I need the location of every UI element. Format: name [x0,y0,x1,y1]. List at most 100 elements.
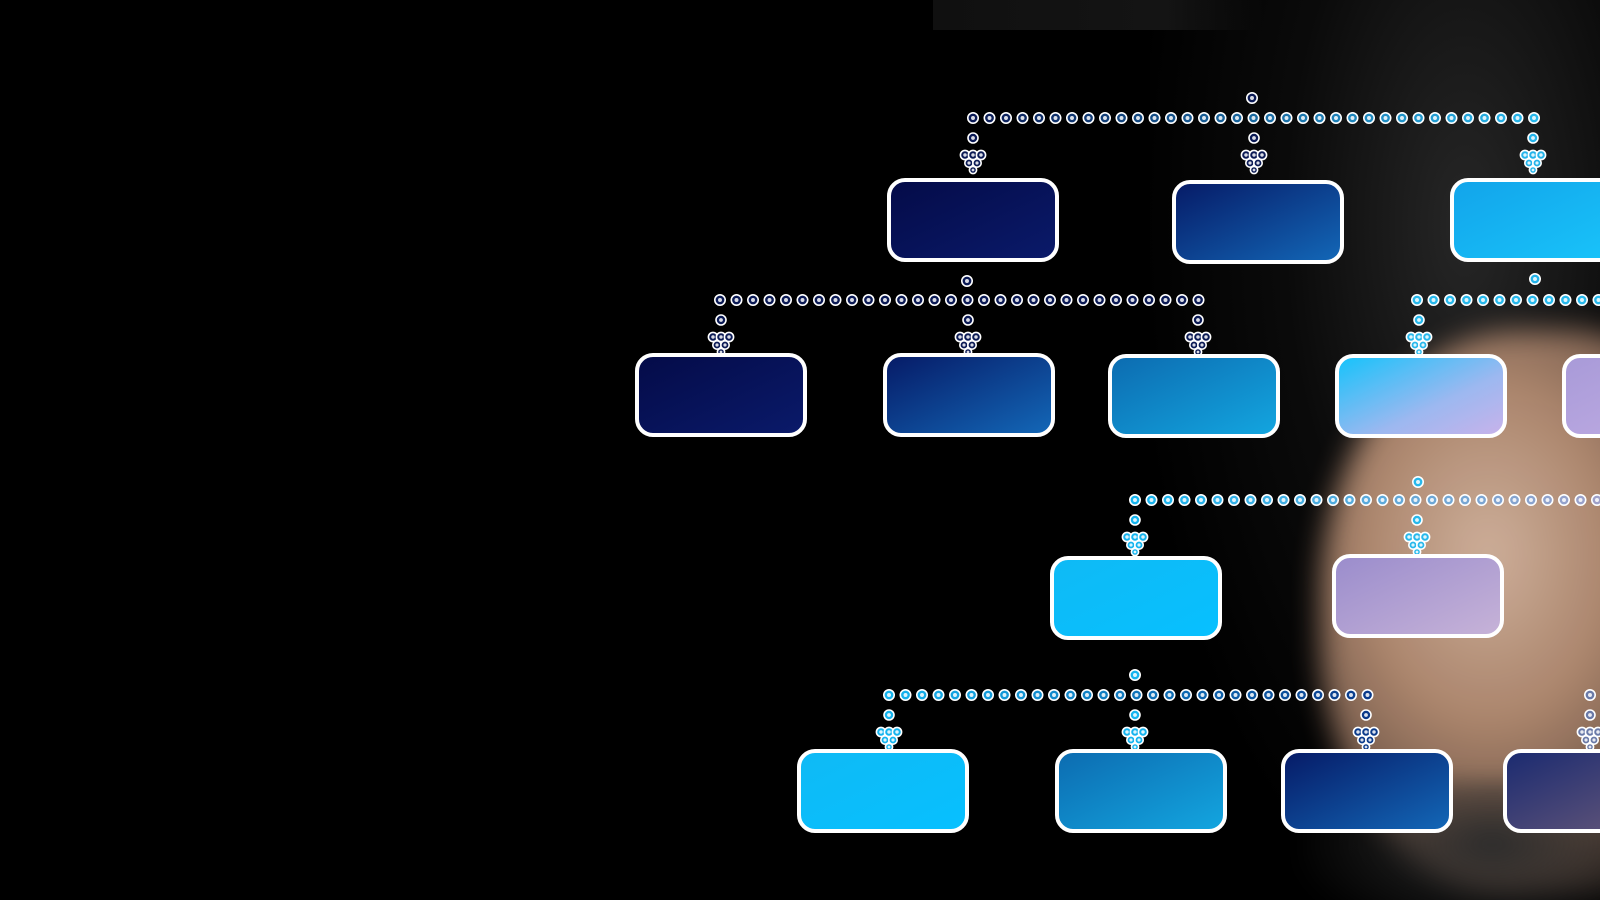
chart-box-l2-3 [1108,354,1280,438]
connector-dot-center [1562,498,1566,502]
chart-box-l4-1 [797,749,969,833]
connector-dot-center [1360,738,1364,742]
chart-box-l3-1 [1050,556,1222,640]
chart-box-l4-4 [1503,749,1600,833]
connector-dot-center [1383,116,1388,120]
connector-dot-center [1037,116,1041,120]
connector-dot-center [1479,498,1484,502]
connector-dot-center [1535,161,1539,165]
connector-dot-center [1417,335,1421,339]
connector-dot-center [1368,738,1372,742]
connector-dot-center [734,298,739,302]
connector-dot-center [1266,693,1271,697]
connector-dot-center [1417,350,1421,354]
connector-dot-center [1433,116,1437,120]
branch-arrow-icon [1184,314,1212,357]
connector-dot-center [998,298,1003,302]
connector-dot-center [1531,153,1535,157]
connector-dot-center [974,335,978,339]
connector-dot-center [1052,693,1056,697]
connector-dot-center [1283,693,1287,697]
connector-dot-center [883,738,887,742]
connector-dot-center [1563,298,1568,302]
connector-dot-center [1531,168,1535,172]
connector-dot-center [850,298,854,302]
chart-box-l4-2 [1055,749,1227,833]
connector-dot-center [1530,298,1535,302]
connector-dot-center [979,153,983,157]
connector-dot-center [1019,693,1023,697]
connector-dot-center [1133,535,1137,539]
branch-arrow-icon [1405,314,1433,357]
connector-dot-center [1130,298,1135,302]
connector-dot-center [887,745,891,749]
connector-dot-center [1097,298,1102,302]
connector-dot-center [1204,335,1208,339]
connector-dot-center [1166,498,1170,502]
connector-dot-center [1584,738,1588,742]
connector-dot-center [1409,335,1413,339]
connector-dot-center [1347,498,1352,502]
connector-dot-center [1531,136,1535,140]
connector-dot-center [719,318,723,322]
connector-dot-center [1413,498,1418,502]
connector-dot-center [916,298,920,302]
connector-dot-center [1415,550,1419,554]
connector-dot-center [1331,498,1335,502]
connector-dot-center [967,161,971,165]
connector-dot-center [1252,168,1256,172]
connector-dot-center [970,343,974,347]
connector-dot-center [1217,693,1221,697]
connector-dot-center [1031,298,1036,302]
connector-dot-center [1180,298,1184,302]
connector-dot-center [1421,343,1425,347]
connector-dot-center [1580,730,1584,734]
connector-dot-center [1449,116,1454,120]
connector-dot-center [971,168,975,172]
branch-arrow-icon [1576,709,1600,752]
connector-dot-center [1539,153,1543,157]
branch-arrow-icon [1121,709,1149,752]
connector-dot-center [1196,335,1200,339]
connector-dot-center [1252,136,1256,140]
connector-dot-center [1133,498,1137,502]
connector-dot-center [1365,693,1370,697]
chart-box-l3-2 [1332,554,1504,638]
connector-dot-center [1415,518,1419,522]
connector-dot-center [1169,116,1173,120]
connector-dot-center [1119,116,1124,120]
connector-dot-center [1446,498,1451,502]
connector-dot-center [1141,535,1145,539]
connector-dot-center [1020,116,1025,120]
connector-dot-center [1349,693,1353,697]
connector-dot-center [891,738,895,742]
connector-dot-center [1317,116,1322,120]
connector-dot-center [975,161,979,165]
connector-dot-center [1350,116,1355,120]
connector-dot-center [887,693,891,697]
connector-dot-center [1002,693,1007,697]
connector-dot-center [1596,298,1600,302]
connector-dot-center [899,298,904,302]
chart-box-l1-2 [1172,180,1344,264]
connector-dot-center [1141,730,1145,734]
connector-dot-center [1423,535,1427,539]
connector-dot-center [1218,116,1223,120]
connector-lines [713,92,1600,701]
connector-dot-center [883,298,887,302]
connector-dot-center [1125,730,1129,734]
connector-dot-center [895,730,899,734]
branch-arrow-icon [1519,132,1547,175]
connector-dot-center [1364,745,1368,749]
connector-dot-center [1265,498,1269,502]
connector-dot-center [1481,298,1485,302]
connector-dot-center [719,335,723,339]
connector-dot-center [833,298,838,302]
connector-dot-center [1596,730,1600,734]
connector-dot-center [1137,738,1141,742]
connector-dot-center [1578,498,1583,502]
connector-dot-center [1284,116,1289,120]
connector-dot-center [1053,116,1058,120]
connector-dot-center [1380,498,1385,502]
connector-dot-center [1244,153,1248,157]
